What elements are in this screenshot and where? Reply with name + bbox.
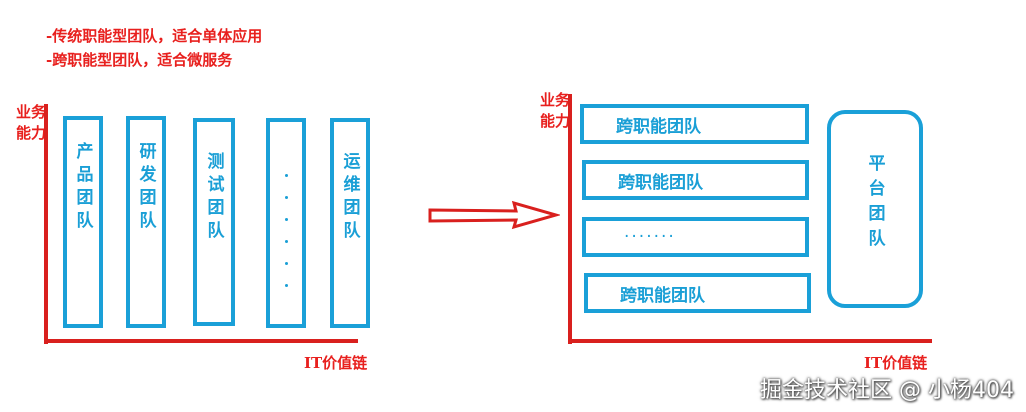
column-ops-team: 运维团队: [330, 118, 370, 328]
left-y-axis: [44, 104, 48, 344]
note-1: -传统职能型团队，适合单体应用: [46, 27, 263, 45]
column-label: 运维团队: [339, 152, 360, 244]
right-y-axis-label: 业务能力: [540, 91, 571, 130]
left-x-axis-label: IT价值链: [304, 354, 368, 372]
row-ellipsis: ·······: [582, 217, 809, 257]
column-test-team: 测试团队: [193, 118, 235, 326]
row-cross-functional-team-3: 跨职能团队: [584, 273, 811, 313]
right-x-axis: [568, 339, 932, 343]
platform-label: 平台团队: [864, 154, 885, 254]
transform-arrow-icon: [428, 200, 560, 230]
right-y-axis: [568, 94, 572, 344]
row-cross-functional-team-2: 跨职能团队: [582, 160, 809, 200]
notes: -传统职能型团队，适合单体应用 -跨职能型团队，适合微服务: [46, 24, 262, 72]
column-dev-team: 研发团队: [126, 116, 166, 328]
platform-team: 平台团队: [827, 110, 923, 308]
column-label: 测试团队: [203, 152, 224, 244]
row-label: 跨职能团队: [616, 116, 701, 137]
row-label: 跨职能团队: [620, 285, 705, 306]
row-label: ·······: [624, 227, 676, 247]
row-cross-functional-team-1: 跨职能团队: [580, 104, 809, 144]
column-label: 研发团队: [135, 142, 156, 234]
column-product-team: 产品团队: [63, 116, 103, 328]
column-ellipsis: [266, 118, 306, 328]
note-2: -跨职能型团队，适合微服务: [46, 51, 233, 69]
left-x-axis: [44, 339, 358, 343]
right-x-axis-label: IT价值链: [864, 354, 928, 372]
column-label: 产品团队: [72, 142, 93, 234]
row-label: 跨职能团队: [618, 172, 703, 193]
watermark: 掘金技术社区 @ 小杨404: [760, 378, 1014, 403]
left-y-axis-label: 业务能力: [16, 103, 47, 142]
